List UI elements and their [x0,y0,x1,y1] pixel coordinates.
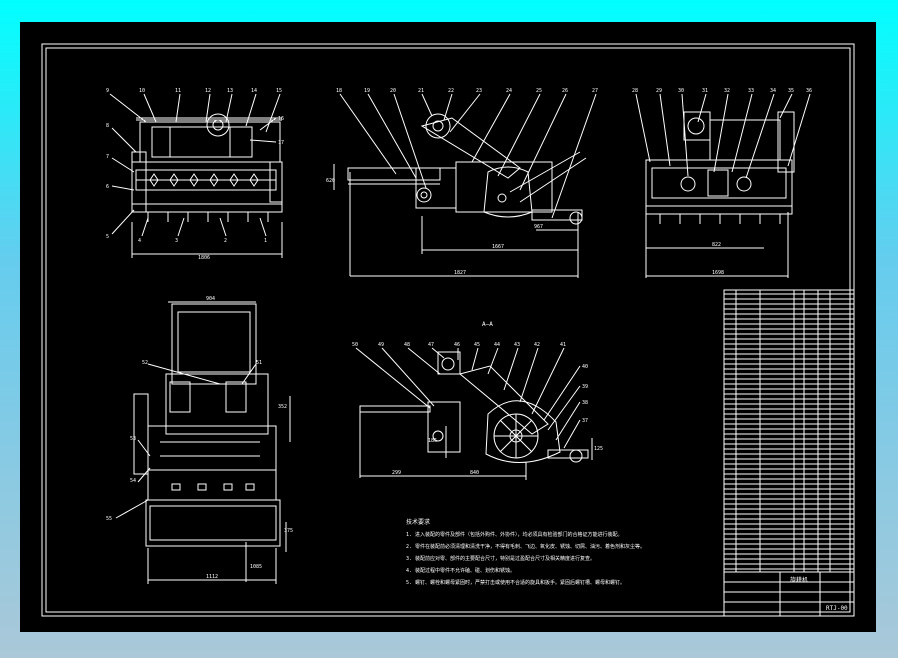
title-block: 旋耕机 RTJ-00 [723,571,855,617]
rear-label-33: 33 [748,88,754,94]
side-label-27: 27 [592,88,598,94]
plan-label-54: 54 [130,478,136,484]
side-label-22: 22 [448,88,454,94]
rear-label-31: 31 [702,88,708,94]
front-dim-width: 1806 [198,255,210,261]
rear-label-29: 29 [656,88,662,94]
front-label-12: 12 [205,88,211,94]
section-dim-b2: 840 [470,470,479,476]
side-dim-total: 1827 [454,270,466,276]
front-label-13: 13 [227,88,233,94]
section-label-49: 49 [378,342,384,348]
section-label-46: 46 [454,342,460,348]
plan-dim-right-c: 1085 [250,564,262,570]
plan-dim-top: 904 [206,296,215,302]
rear-label-36: 36 [806,88,812,94]
side-dim-small: 967 [534,224,543,230]
plan-dim-right-a: 352 [278,404,287,410]
side-label-20: 20 [390,88,396,94]
front-label-1: 1 [264,238,267,244]
side-label-18: 18 [336,88,342,94]
front-label-15: 15 [276,88,282,94]
plan-label-51: 51 [256,360,262,366]
side-label-26: 26 [562,88,568,94]
outer-border [41,43,855,617]
section-label-47: 47 [428,342,434,348]
front-view: 1806 9 10 11 12 13 14 15 8 7 6 5 4 3 2 [106,88,284,261]
rear-label-35: 35 [788,88,794,94]
section-label-39: 39 [582,384,588,390]
drawing-name: 旋耕机 [790,576,808,584]
note-item: 4. 装配过程中零件不允许磕、碰、划伤和锈蚀。 [406,567,515,574]
front-label-17: 17 [278,140,284,146]
technical-notes: 技术要求 1. 进入装配的零件及部件（包括外购件、外协件），均必须具有检验部门的… [406,518,645,586]
rear-label-32: 32 [724,88,730,94]
front-label-7: 7 [106,154,109,160]
section-label-42: 42 [534,342,540,348]
side-label-21: 21 [418,88,424,94]
side-label-23: 23 [476,88,482,94]
front-label-11: 11 [175,88,181,94]
section-label-45: 45 [474,342,480,348]
rear-label-30: 30 [678,88,684,94]
section-label-43: 43 [514,342,520,348]
side-label-19: 19 [364,88,370,94]
section-label-37: 37 [582,418,588,424]
plan-view: 904 352 375 1085 1112 52 51 53 54 55 [106,296,293,584]
notes-title: 技术要求 [406,518,430,526]
note-item: 2. 零件在装配前必须清理和清洗干净，不得有毛刺、飞边、氧化皮、锈蚀、切屑、油污… [406,543,645,550]
plan-label-55: 55 [106,516,112,522]
drawing-code: RTJ-00 [826,605,848,612]
front-label-2: 2 [224,238,227,244]
front-label-14: 14 [251,88,257,94]
front-label-6: 6 [106,184,109,190]
section-dim-b1: 299 [392,470,401,476]
front-label-16: 16 [278,116,284,122]
side-dim-height: 620 [326,178,335,184]
rear-label-28: 28 [632,88,638,94]
front-label-8: 8 [106,123,109,129]
front-label-5: 5 [106,234,109,240]
section-label-41: 41 [560,342,566,348]
side-dim-inner: 1667 [492,244,504,250]
plan-dim-right-b: 375 [284,528,293,534]
note-item: 1. 进入装配的零件及部件（包括外购件、外协件），均必须具有检验部门的合格证方能… [406,531,623,538]
front-label-4: 4 [138,238,141,244]
plan-dim-bottom: 1112 [206,574,218,580]
rear-view: 822 1698 28 29 30 31 32 33 34 35 36 [632,88,812,278]
front-label-10: 10 [139,88,145,94]
note-item: 3. 装配前应对零、部件的主要配合尺寸，特别是过盈配合尺寸及相关精度进行复查。 [406,555,595,562]
section-label-44: 44 [494,342,500,348]
section-label-50: 50 [352,342,358,348]
side-label-24: 24 [506,88,512,94]
section-title: A—A [482,321,493,328]
drawing-sheet: 1806 9 10 11 12 13 14 15 8 7 6 5 4 3 2 [20,22,876,632]
section-view: A—A 186 125 299 840 [352,321,603,480]
rear-dim-total: 1698 [712,270,724,276]
rear-dim-inner: 822 [712,242,721,248]
section-dim-left: 186 [428,438,437,444]
plan-label-52: 52 [142,360,148,366]
drawing-canvas: 1806 9 10 11 12 13 14 15 8 7 6 5 4 3 2 [41,43,855,617]
inner-border [45,47,851,613]
note-item: 5. 螺钉、螺栓和螺母紧固时，严禁打击或使用不合适的旋具和扳手。紧固后螺钉槽、螺… [406,579,625,586]
section-label-40: 40 [582,364,588,370]
front-label-9: 9 [106,88,109,94]
side-view: 620 1667 967 1827 18 19 20 21 22 23 24 2… [326,88,598,278]
plan-label-53: 53 [130,436,136,442]
side-label-25: 25 [536,88,542,94]
section-dim-right: 125 [594,446,603,452]
front-label-3: 3 [175,238,178,244]
section-label-38: 38 [582,400,588,406]
rear-label-34: 34 [770,88,776,94]
section-label-48: 48 [404,342,410,348]
parts-list [723,289,855,573]
